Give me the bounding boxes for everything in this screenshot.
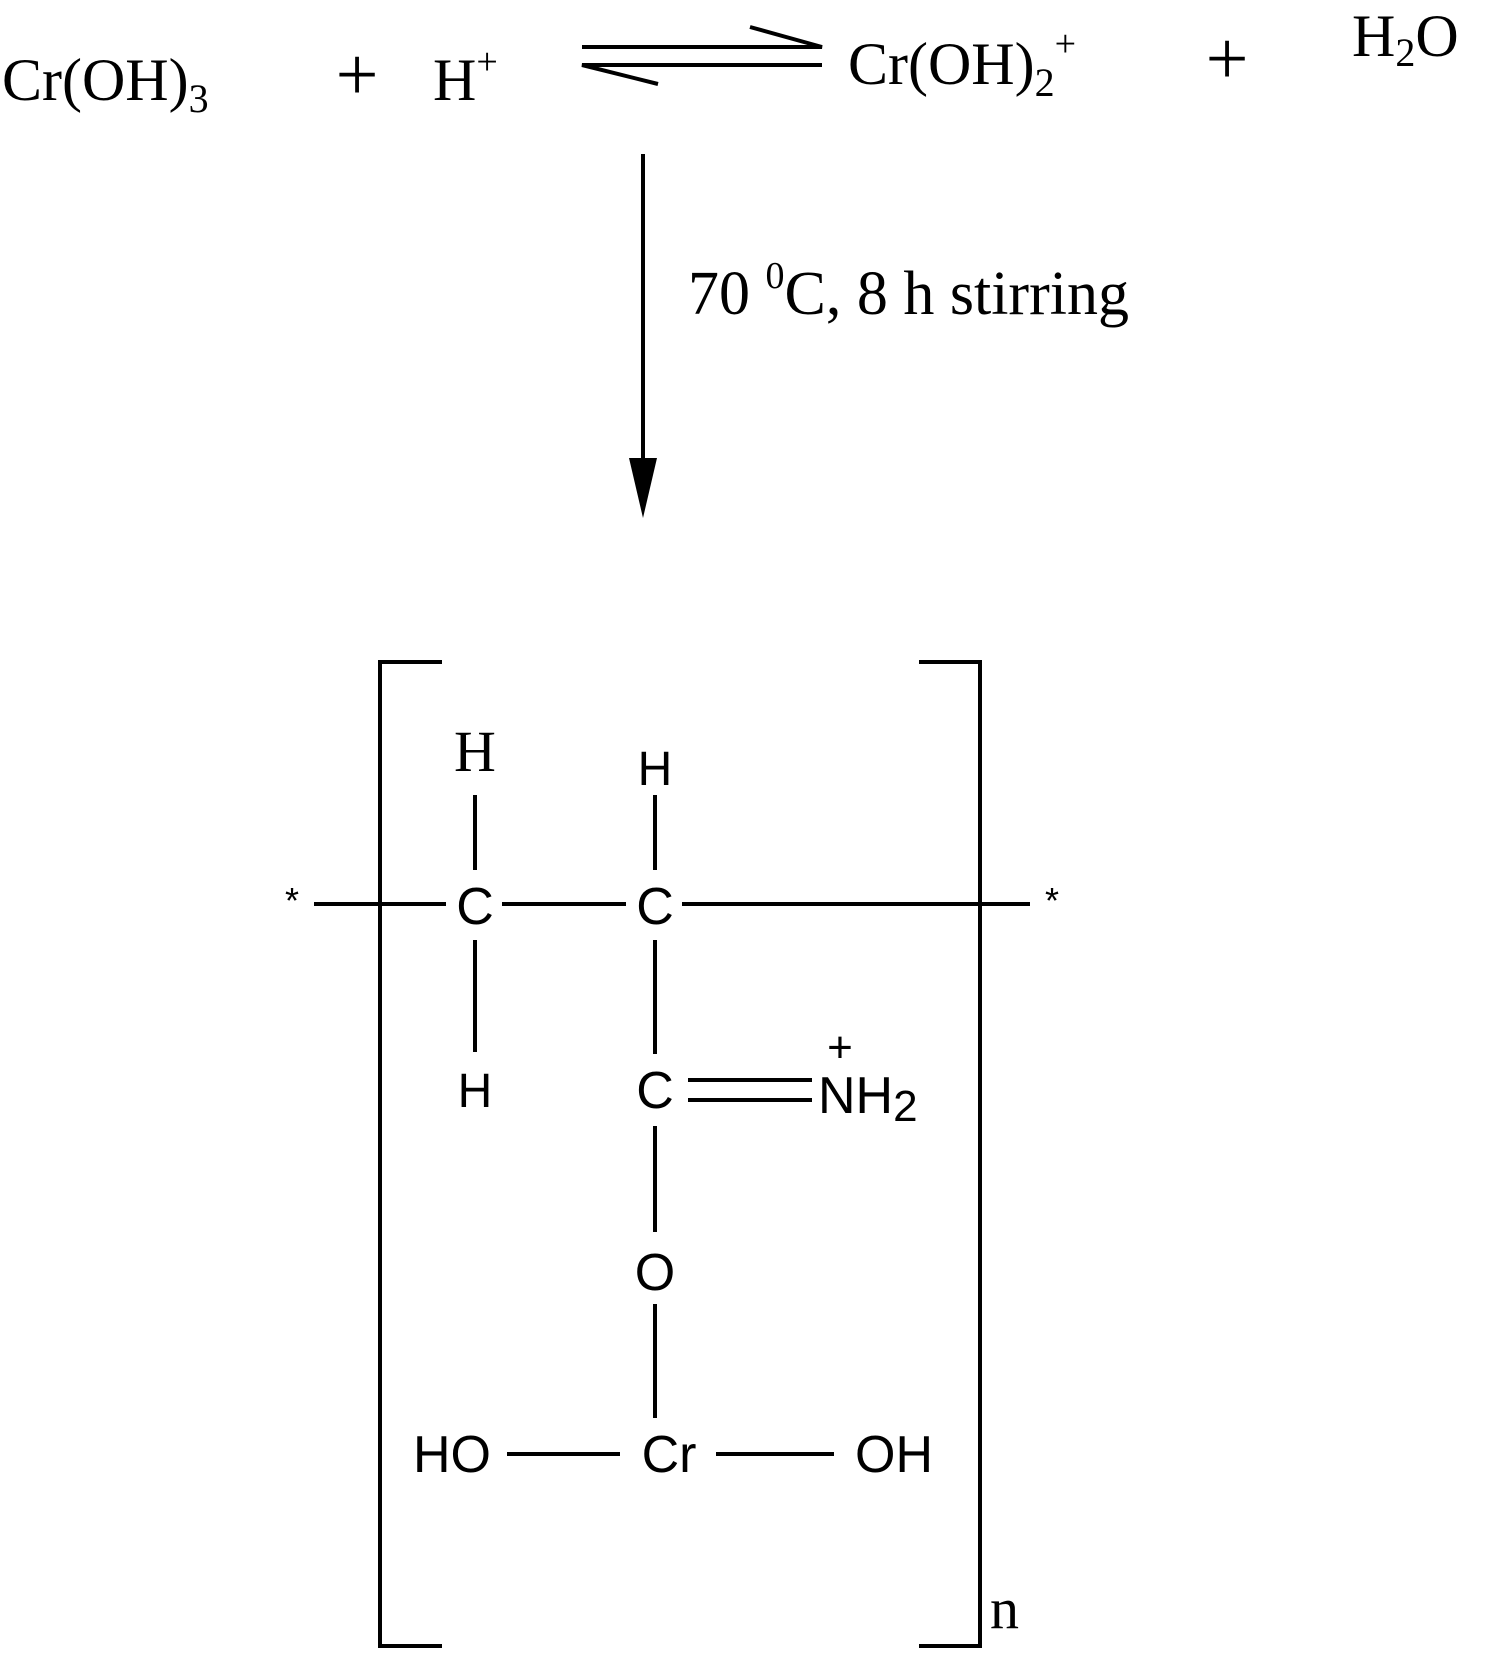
reactant-proton: H+: [433, 41, 498, 113]
atom-h-top-mid: H: [638, 743, 673, 796]
group-nh2-plus: NH2: [818, 1067, 918, 1131]
positive-charge: +: [827, 1023, 853, 1072]
atom-c3: C: [636, 1062, 674, 1120]
atom-c1: C: [456, 878, 494, 936]
atom-oxygen: O: [635, 1244, 675, 1302]
atom-h-top-left: H: [454, 719, 496, 784]
end-group-left: *: [285, 880, 299, 921]
left-bracket: [378, 660, 442, 1648]
right-bracket: [919, 660, 982, 1648]
plus-sign-2: +: [1206, 17, 1249, 101]
group-oh-right: OH: [855, 1426, 933, 1484]
group-ho-left: HO: [413, 1426, 491, 1484]
reaction-arrow-down: [629, 154, 657, 518]
equilibrium-arrow: [581, 25, 823, 86]
product-water: H2O: [1352, 3, 1459, 75]
atom-chromium: Cr: [642, 1426, 697, 1484]
repeat-index-n: n: [990, 1576, 1019, 1641]
reactant-cr-oh-3: Cr(OH)3: [2, 47, 209, 121]
plus-sign-1: +: [336, 33, 379, 117]
reaction-conditions: 70 0C, 8 h stirring: [688, 255, 1129, 328]
atom-c2: C: [636, 878, 674, 936]
end-group-right: *: [1045, 880, 1059, 921]
atom-h-bottom: H: [458, 1065, 493, 1118]
product-cr-oh-2-cation: Cr(OH)2+: [848, 23, 1076, 105]
